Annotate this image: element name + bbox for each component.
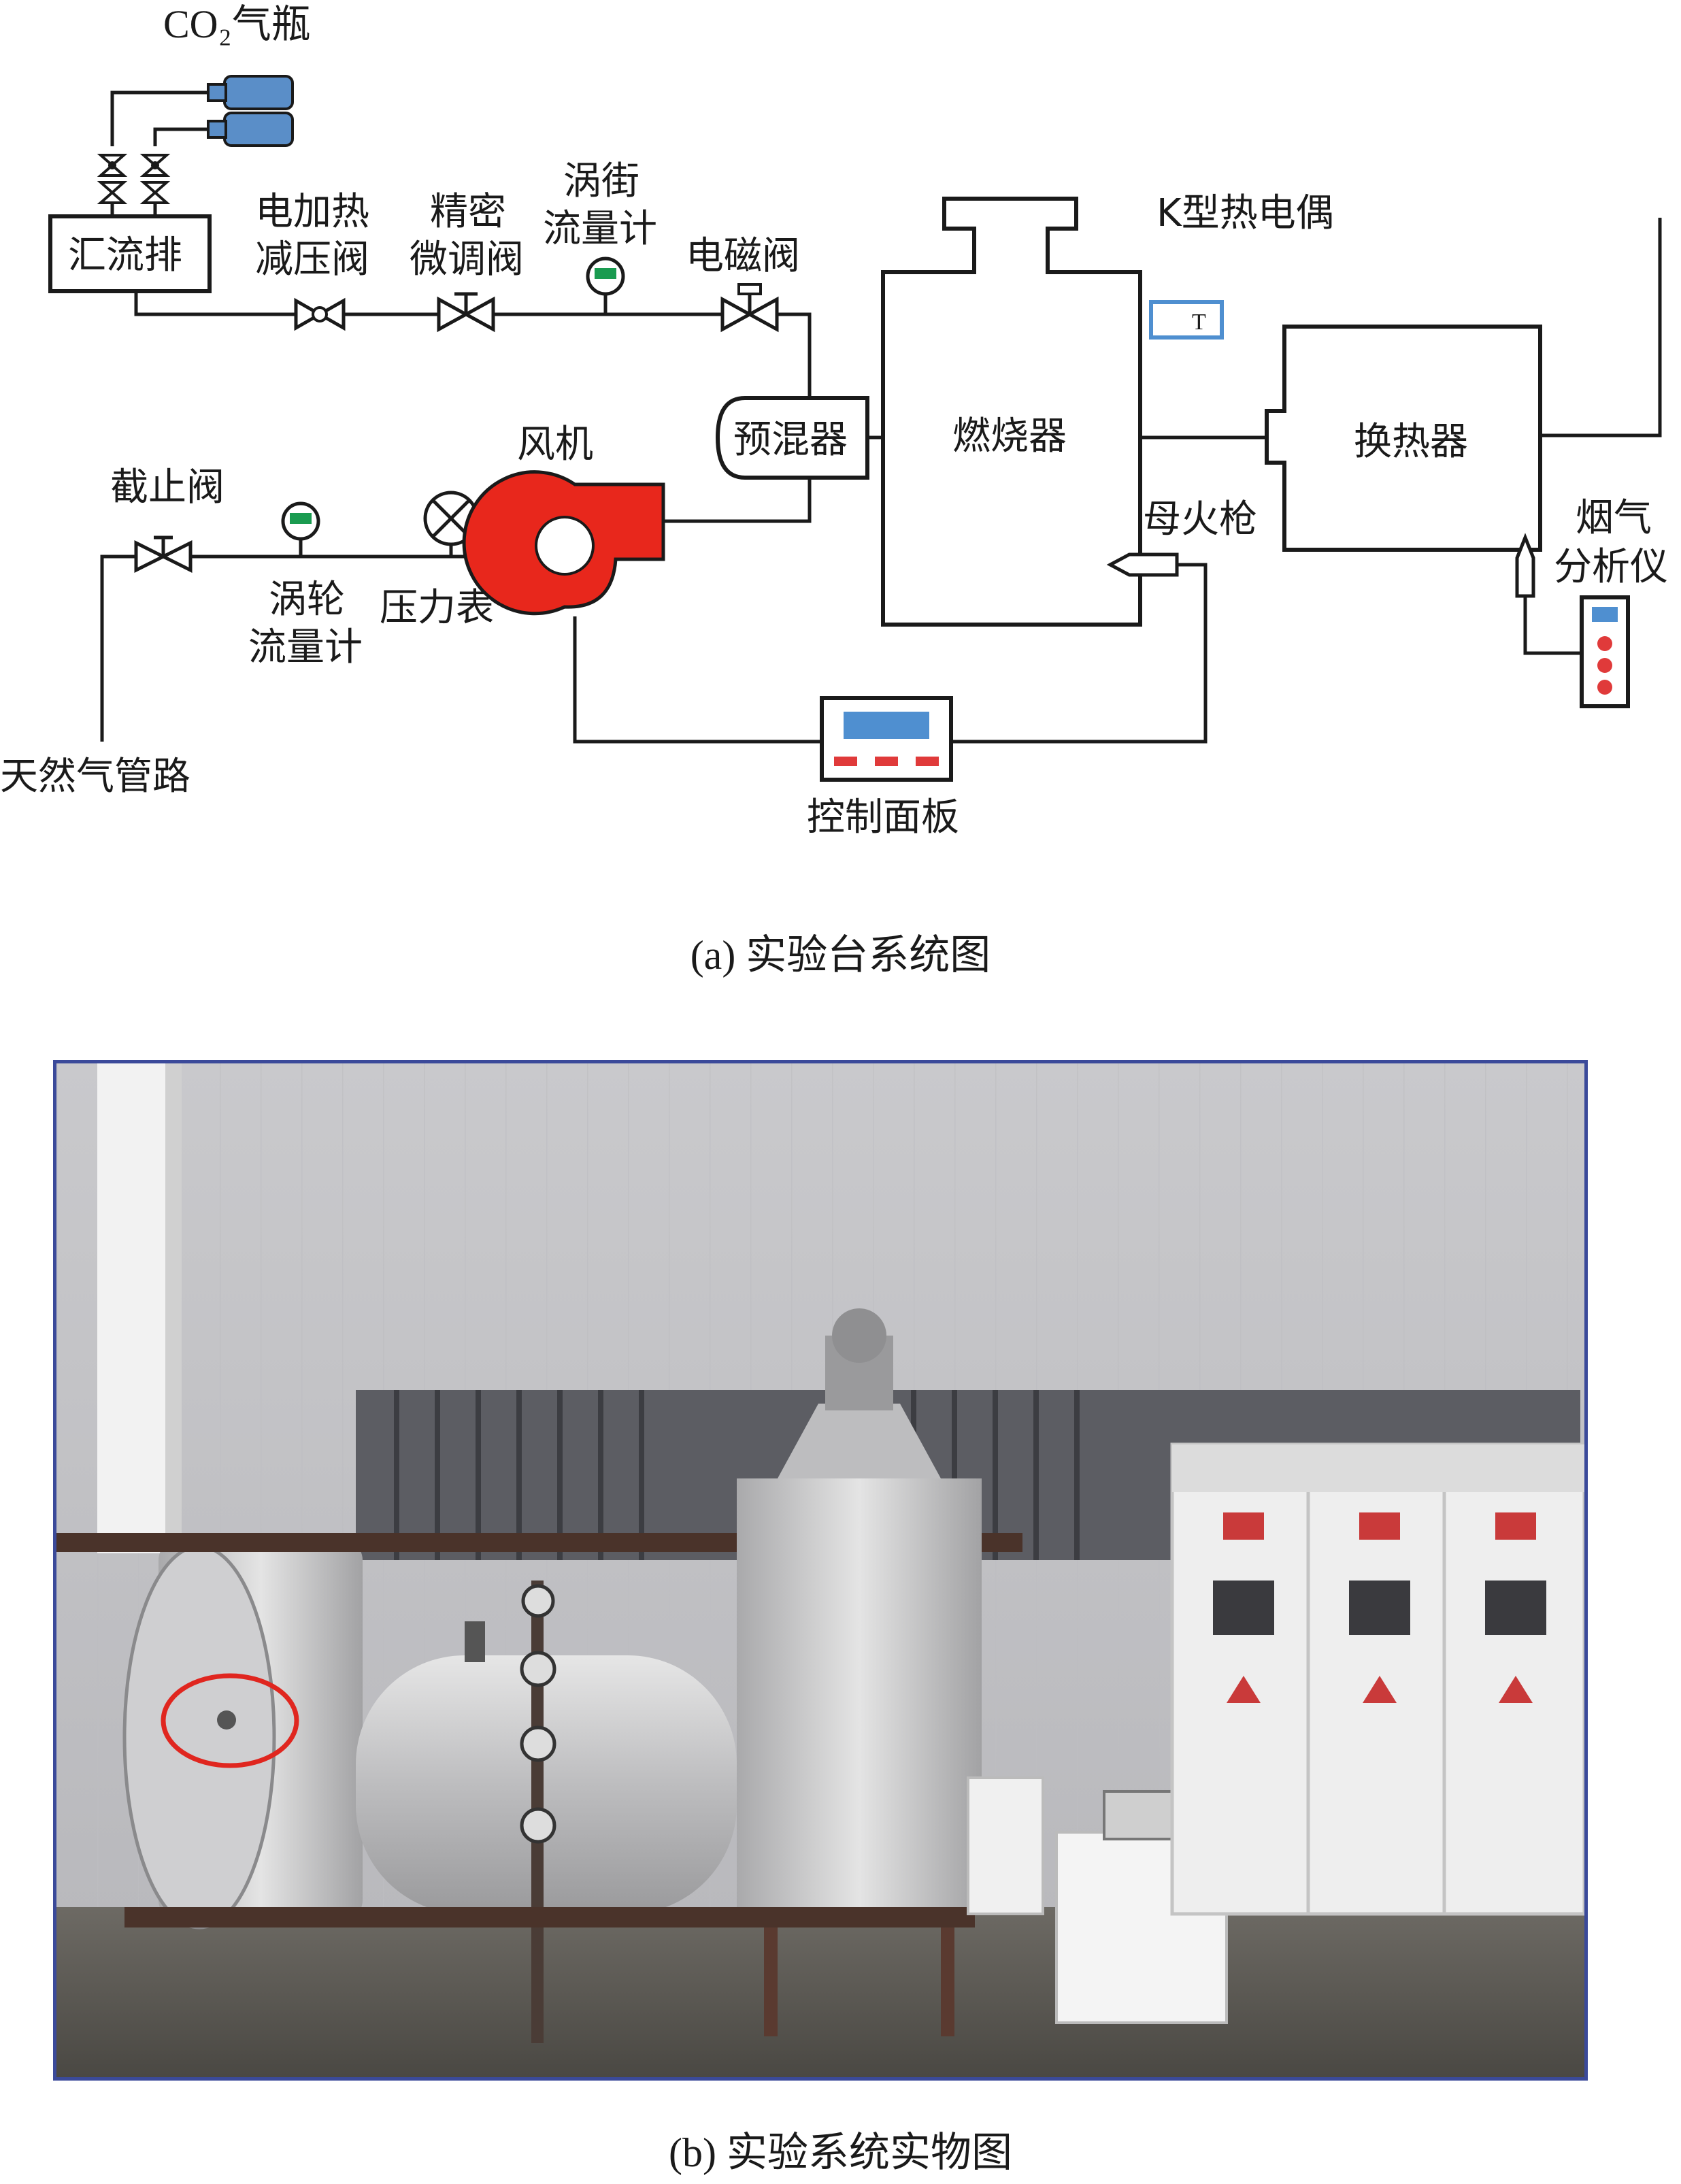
precision-valve-label-2: 微调阀	[410, 237, 524, 282]
pressure-gauge-label: 压力表	[380, 586, 494, 630]
flue-analyzer-label-1: 烟气	[1576, 496, 1652, 540]
pilot-torch-icon	[1110, 555, 1177, 575]
precision-valve	[439, 294, 493, 329]
co2-bottle-label: CO₂气瓶	[163, 2, 311, 46]
experimental-system-diagram: CO₂气瓶 汇流排 电加热 减压阀 精密 微调阀 涡街 流量计	[0, 0, 1681, 884]
cylinder-valve-right	[144, 155, 167, 203]
fan-label: 风机	[517, 423, 593, 467]
caption-b: (b) 实验系统实物图	[0, 2119, 1681, 2179]
fan-icon	[464, 472, 663, 614]
svg-text:T: T	[1192, 310, 1206, 335]
solenoid-valve	[722, 284, 777, 329]
control-panel-box	[822, 698, 951, 780]
system-photo	[53, 1060, 1588, 2081]
combustor-box	[883, 199, 1140, 625]
heated-reducer-valve	[296, 301, 344, 328]
cylinder-valve-left	[101, 155, 124, 203]
turbine-meter-label-1: 涡轮	[269, 578, 345, 622]
heated-reducer-label-2: 减压阀	[255, 237, 369, 282]
pilot-torch-label: 母火枪	[1143, 497, 1257, 542]
vortex-flow-meter	[588, 259, 623, 314]
co2-cylinders	[208, 76, 293, 146]
heated-reducer-label-1: 电加热	[255, 190, 369, 234]
flue-analyzer-label-2: 分析仪	[1554, 545, 1668, 589]
gas-pipeline-label: 天然气管路	[0, 755, 190, 799]
stop-valve-label: 截止阀	[110, 465, 224, 510]
stop-valve	[136, 537, 190, 570]
caption-a: (a) 实验台系统图	[0, 922, 1681, 981]
vortex-meter-label-1: 涡街	[563, 159, 639, 203]
thermocouple-label: K型热电偶	[1156, 191, 1334, 235]
precision-valve-label-1: 精密	[430, 190, 506, 234]
turbine-meter-label-2: 流量计	[248, 625, 363, 669]
vortex-meter-label-2: 流量计	[543, 207, 657, 251]
flue-analyzer-device	[1582, 597, 1628, 706]
turbine-flow-meter	[283, 503, 318, 557]
premixer-label: 预混器	[733, 418, 848, 462]
combustor-label: 燃烧器	[952, 414, 1067, 459]
manifold-label: 汇流排	[68, 233, 182, 278]
control-panel-label: 控制面板	[807, 795, 959, 840]
solenoid-valve-label: 电磁阀	[686, 234, 800, 278]
heat-exchanger-label: 换热器	[1354, 420, 1468, 464]
thermocouple-icon: T	[1151, 302, 1222, 337]
